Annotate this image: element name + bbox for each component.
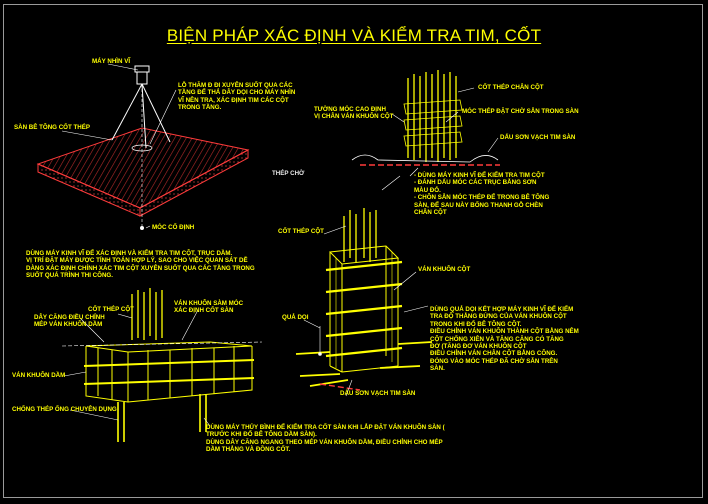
label-chong-thep: CHỐNG THÉP ỐNG CHUYÊN DỤNG bbox=[12, 406, 117, 413]
label-cot-thep-cot: CỐT THÉP CỘT bbox=[278, 228, 324, 235]
label-qua-doi: QUẢ DỌI bbox=[282, 314, 309, 321]
label-moc-co-dinh: MÓC CỐ ĐỊNH bbox=[152, 224, 195, 231]
label-ho-tham: LỖ THĂM Đ ĐI XUYÊN SUỐT QUA CÁC TẦNG ĐỂ … bbox=[178, 82, 296, 112]
drawing-title: BIỆN PHÁP XÁC ĐỊNH VÀ KIỂM TRA TIM, CỐT bbox=[166, 26, 542, 45]
label-van-khuon-sam: VÁN KHUÔN SÀM MÓC XÁC ĐỊNH CỐT SÀN bbox=[174, 300, 244, 315]
label-san-be-tong: SÀN BÊ TÔNG CỐT THÉP bbox=[14, 124, 90, 131]
theodolite-tripod bbox=[111, 65, 171, 149]
label-day-cang: DÂY CĂNG ĐIỀU CHỈNH MÉP VÁN KHUÔN DẦM bbox=[34, 314, 105, 329]
label-dau-son-1: DẤU SƠN VẠCH TIM SÀN bbox=[500, 134, 576, 141]
label-cot-thep-chan-cot: CỐT THÉP CHÂN CỘT bbox=[478, 84, 544, 91]
beam-formwork-diagram bbox=[61, 288, 263, 442]
column-formwork-diagram bbox=[295, 208, 433, 397]
note-may-kinh-vi: DÙNG MÁY KINH VĨ ĐỂ XÁC ĐỊNH VÀ KIỂM TRA… bbox=[26, 250, 255, 280]
label-may-nhin-vi: MÁY NHÌN VĨ bbox=[92, 58, 131, 65]
label-dau-son-2: DẤU SƠN VẠCH TIM SÀN bbox=[340, 390, 416, 397]
slab-diagram bbox=[36, 63, 250, 230]
label-moc-thep: MÓC THÉP ĐẶT CHỜ SẴN TRONG SÀN bbox=[462, 108, 579, 115]
drawing-border bbox=[3, 4, 703, 498]
label-van-khuon-cot: VÁN KHUÔN CỘT bbox=[418, 266, 471, 273]
label-thep-cho: THÉP CHỜ bbox=[272, 170, 305, 177]
note-right-mid: DÙNG QUẢ DỌI KẾT HỢP MÁY KINH VĨ ĐỂ KIỂM… bbox=[430, 306, 579, 373]
note-bottom: DÙNG MÁY THỦY BÌNH ĐỂ KIỂM TRA CỐT SÀN K… bbox=[206, 424, 445, 454]
label-van-khuon-dam: VÁN KHUÔN DẦM bbox=[12, 372, 66, 379]
note-right-top: - DÙNG MÁY KINH VĨ ĐỂ KIỂM TRA TIM CỘT -… bbox=[414, 172, 550, 217]
column-base-diagram bbox=[351, 70, 500, 191]
label-cot-thep-cot-2: CỐT THÉP CỘT bbox=[88, 306, 134, 313]
label-tuong-moc: TƯỜNG MÓC CAO ĐỊNH VỊ CHÂN VÁN KHUÔN CỘT bbox=[314, 106, 394, 121]
